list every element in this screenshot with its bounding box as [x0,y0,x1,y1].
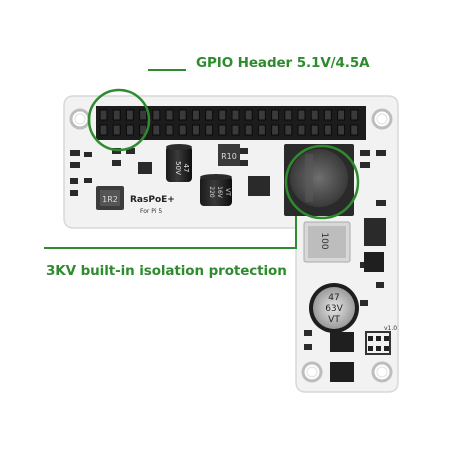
gpio-pin [271,109,280,121]
gpio-pin [297,124,306,136]
gpio-pin [297,109,306,121]
gpio-pin [310,124,319,136]
gpio-pin [284,124,293,136]
gpio-pin [244,109,253,121]
capacitor-47uf-63v: 47 63V VT [309,283,359,333]
cap2-text-a: 220 [208,186,215,198]
gpio-pin [310,109,319,121]
gpio-pin [218,124,227,136]
gpio-pin [99,109,108,121]
gpio-pin [231,124,240,136]
gpio-pin [165,124,174,136]
board-version: v1.0 [384,325,397,332]
cap3-text-a: 47 [328,293,339,303]
cap3-text-b: 63V [325,304,343,314]
gpio-pin [218,109,227,121]
gpio-pin [284,109,293,121]
gpio-pin [125,124,134,136]
gpio-pin [178,124,187,136]
gpio-pin [139,109,148,121]
gpio-pin [337,124,346,136]
inductor-small: 1R2 [96,186,124,210]
gpio-pin [350,124,359,136]
cap2-text-b: 16V [216,186,223,199]
gpio-pin [205,109,214,121]
board-brand: RasPoE+ [130,195,175,205]
mounting-holes [69,108,393,383]
gpio-pin [244,124,253,136]
ics [330,252,391,382]
cap3-text-c: VT [328,315,340,325]
gpio-pin [257,109,266,121]
gpio-pin [205,124,214,136]
cap1-text-b: 50V [174,161,182,175]
gpio-pin [152,109,161,121]
callout-gpio-label: GPIO Header 5.1V/4.5A [196,55,370,71]
gpio-pin [125,109,134,121]
gpio-pin [350,109,359,121]
cap2-text-c: VT [224,188,231,196]
capacitor-220uf-16v: 220 16V VT [200,174,232,206]
callout-isolation-label: 3KV built-in isolation protection [46,263,287,279]
gpio-pin [152,124,161,136]
gpio-pin [178,109,187,121]
gpio-pin [323,124,332,136]
capacitor-47uf-50v: 47 50V [166,144,192,182]
inductor-small-label: 1R2 [102,195,118,204]
resistor-label: R10 [221,152,237,161]
gpio-pin [112,109,121,121]
cap1-text-a: 47 [182,164,190,173]
callout-gpio [87,69,186,152]
board-subtitle: For Pi 5 [140,208,162,215]
inductor-large-label: 100 [319,232,329,249]
gpio-pin [257,124,266,136]
gpio-pin [112,124,121,136]
gpio-pin [271,124,280,136]
resistor: R10 [218,144,240,166]
gpio-pin [337,109,346,121]
gpio-pin [191,109,200,121]
gpio-header [96,106,366,140]
small-pin-header [368,336,389,351]
isolation-transformer [284,144,354,216]
gpio-pin [231,109,240,121]
gpio-pin [191,124,200,136]
gpio-pin [99,124,108,136]
inductor-large: 100 [303,221,351,263]
gpio-pin [165,109,174,121]
gpio-pin [323,109,332,121]
callout-isolation [44,144,360,249]
